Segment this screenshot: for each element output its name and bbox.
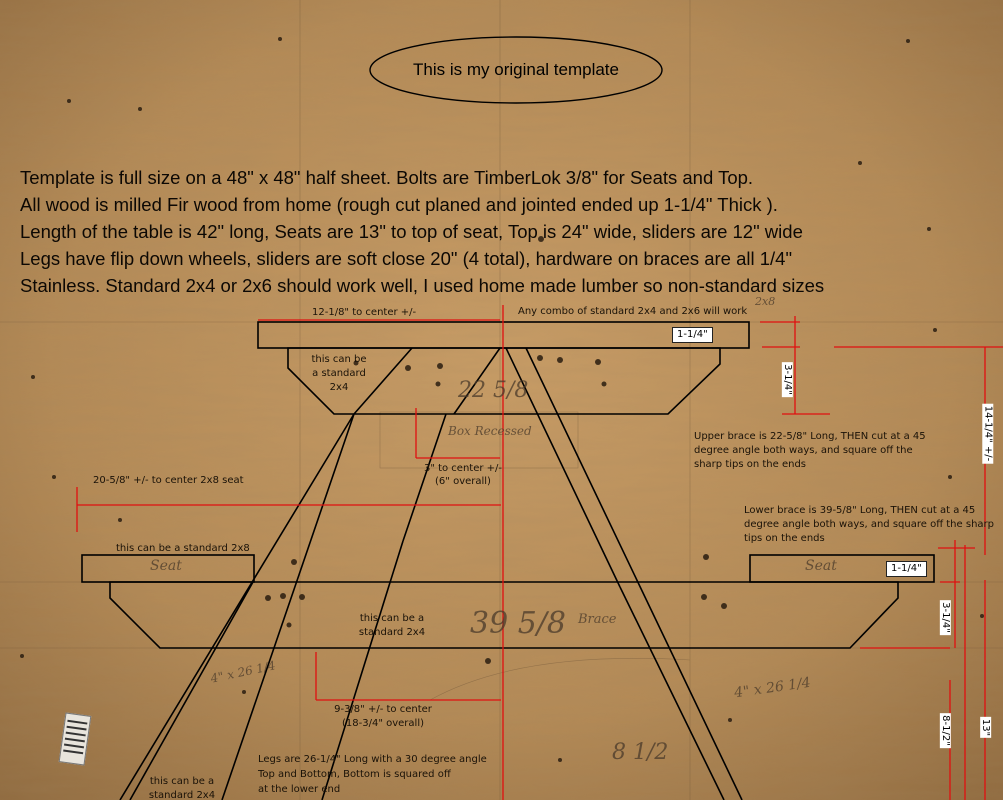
nine-center-label: 9-3/8" +/- to center (18-3/4" overall) [334,704,432,729]
legs-note: Legs are 26-1/4" Long with a 30 degree a… [258,754,487,795]
three-center-label: 3" to center +/- (6" overall) [423,463,503,487]
handwriting-seat-left: Seat [150,558,182,574]
handwriting-brace: Brace [578,612,617,627]
top-height-label: 14-1/4" +/- [982,403,994,464]
left-leg-outer [221,413,355,800]
upper-depth-label: 3-1/4" [781,362,793,397]
screw-holes [20,37,984,762]
intro-line-2: All wood is milled Fir wood from home (r… [20,194,778,215]
page-title: This is my original template [413,60,619,79]
handwriting-seat-right: Seat [805,558,837,574]
seat-thickness-box: 1-1/4" [886,561,927,577]
leg-standard-label: this can be a standard 2x4 [148,776,216,800]
top-center-label: 12-1/8" to center +/- [312,307,417,318]
seat-standard-label: this can be a standard 2x8 [116,543,250,554]
leg-extension [119,413,355,800]
seat-height-label: 13" [980,716,992,739]
right-leg-inner [525,347,743,800]
intro-line-5: Stainless. Standard 2x4 or 2x6 should wo… [20,275,825,296]
lower-brace-note: Lower brace is 39-5/8" Long, THEN cut at… [744,505,994,544]
intro-line-1: Template is full size on a 48" x 48" hal… [20,167,754,188]
lower-brace [109,581,899,649]
right-leg-outer [619,586,725,800]
upper-brace [287,347,721,415]
upper-standard-label: this can be a standard 2x4 [311,354,367,393]
handwriting-39-5-8: 39 5/8 [470,606,566,641]
title-ellipse [369,36,663,104]
left-leg-top [453,347,501,415]
any-combo-label: Any combo of standard 2x4 and 2x6 will w… [518,306,748,317]
intro-line-4: Legs have flip down wheels, sliders are … [20,248,793,269]
seat-to-floor-label: 8-1/2" [939,713,951,748]
handwriting-8-1-2: 8 1/2 [612,740,669,765]
handwriting-22-5-8: 22 5/8 [458,378,529,403]
table-outline [81,321,935,800]
top-thickness-box: 1-1/4" [672,327,713,343]
lower-depth-label: 3-1/4" [939,600,951,635]
handwriting-2x8: 2x8 [755,295,776,308]
seat-center-label: 20-5/8" +/- to center 2x8 seat [93,475,244,486]
left-leg-inner [321,540,404,800]
handwriting-box: Box Recessed [448,424,532,438]
upper-brace-note: Upper brace is 22-5/8" Long, THEN cut at… [694,431,926,470]
lower-standard-label: this can be a standard 2x4 [358,613,426,638]
intro-line-3: Length of the table is 42" long, Seats a… [20,221,803,242]
